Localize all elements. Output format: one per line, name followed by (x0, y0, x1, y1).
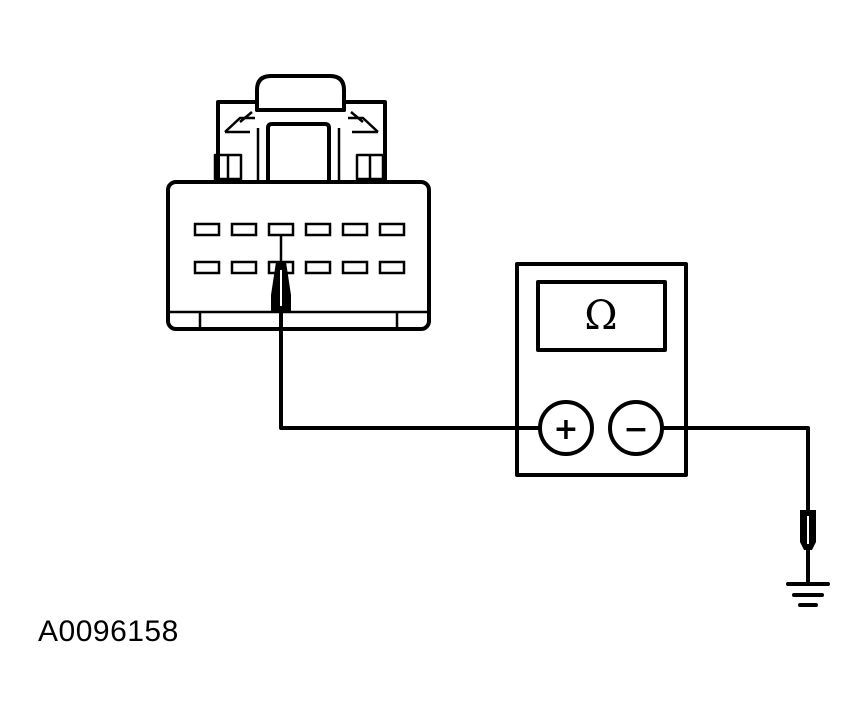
connector-icon (166, 74, 431, 331)
meter-display (536, 280, 667, 352)
negative-terminal-label: − (623, 412, 648, 447)
positive-test-lead (279, 310, 542, 430)
negative-test-lead (660, 426, 810, 512)
figure-id: A0096158 (38, 615, 179, 648)
meter-display-symbol: Ω (584, 293, 617, 339)
probe-icon (271, 262, 291, 312)
positive-terminal-label: + (553, 412, 578, 447)
ohmmeter: Ω + − (515, 262, 688, 477)
ground-icon (786, 582, 830, 607)
positive-terminal (538, 400, 594, 456)
probe-icon (800, 510, 816, 584)
